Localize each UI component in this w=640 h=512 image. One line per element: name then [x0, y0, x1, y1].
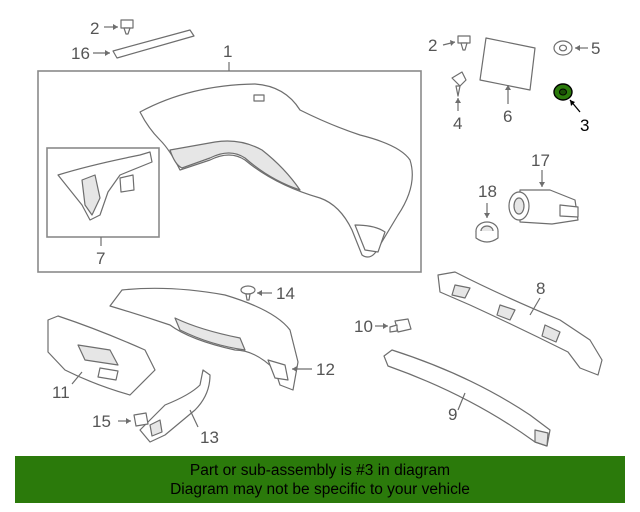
callout-14: 14	[276, 284, 295, 303]
part-10-bolt	[389, 318, 412, 333]
part-3-sensor-retainer-highlighted	[553, 83, 573, 101]
callout-5: 5	[591, 39, 600, 58]
info-banner: Part or sub-assembly is #3 in diagram Di…	[15, 456, 625, 503]
callout-2b: 2	[428, 36, 437, 55]
callout-11: 11	[52, 383, 70, 402]
leader-11	[71, 371, 83, 385]
callout-9-label: 9	[448, 405, 457, 424]
callout-4: 4	[453, 114, 462, 133]
part-9-reinforcement-beam	[383, 349, 551, 447]
part-2-clip-right	[457, 35, 471, 51]
part-1-bumper-cover	[139, 83, 413, 258]
callout-2a: 2	[90, 19, 99, 38]
part-14-push-pin	[240, 285, 256, 301]
leader-13	[189, 409, 199, 428]
leader-9	[457, 392, 466, 411]
part-18-sensor-ring	[475, 221, 499, 243]
callout-1: 1	[223, 42, 232, 61]
part-6-pad	[479, 37, 536, 91]
callout-12: 12	[316, 360, 335, 379]
part-7-side-bracket	[57, 151, 153, 221]
part-12-lower-valance	[109, 287, 299, 391]
callout-8: 8	[536, 279, 545, 298]
callout-16: 16	[71, 44, 90, 63]
callout-10: 10	[354, 317, 373, 336]
callout-17: 17	[531, 151, 550, 170]
callout-13: 13	[200, 428, 219, 447]
banner-line-2: Diagram may not be specific to your vehi…	[170, 481, 470, 498]
part-4-push-pin	[451, 71, 467, 97]
banner-line-1: Part or sub-assembly is #3 in diagram	[189, 462, 451, 479]
callout-7: 7	[96, 249, 105, 268]
callout-3: 3	[580, 116, 589, 135]
part-16-molding-strip	[112, 29, 195, 59]
part-7-bracket-frame	[46, 147, 160, 238]
callout-6: 6	[503, 107, 512, 126]
leader-8	[529, 297, 541, 316]
part-2-clip-left	[120, 19, 134, 35]
part-11-cover-panel	[47, 315, 156, 396]
callout-18: 18	[478, 182, 497, 201]
part-17-parking-sensor	[508, 189, 579, 225]
part-13-side-bracket	[139, 369, 211, 443]
part-8-energy-absorber	[437, 271, 603, 376]
part-5-grommet	[553, 40, 573, 56]
part-15-clip	[133, 412, 149, 427]
callout-15: 15	[92, 412, 111, 431]
